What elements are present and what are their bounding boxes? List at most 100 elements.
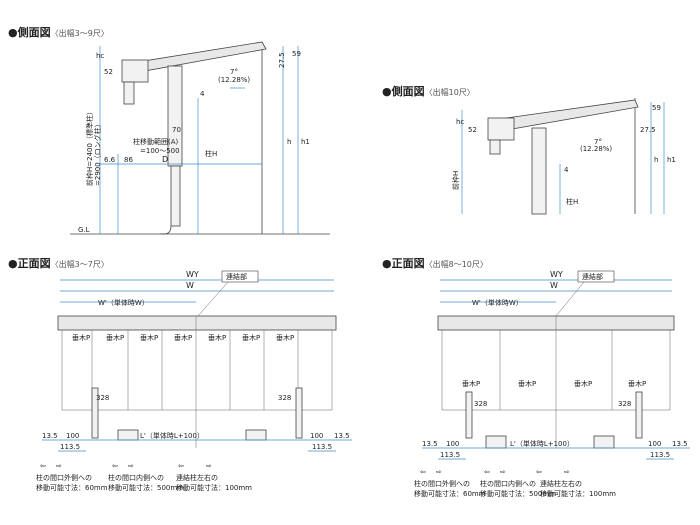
note3a: 連結柱左右の — [176, 473, 218, 482]
front-h2-label: =2900（ロング柱） — [93, 120, 102, 186]
note3b: 移動可能寸法：100mm — [176, 483, 252, 492]
arrow2-left-3: ⇦ — [536, 468, 542, 476]
slope-label-2: 7° — [594, 138, 602, 146]
front-view-title-2: ●正面図〈出幅8～10尺〉 — [382, 257, 488, 270]
left-post — [91, 387, 99, 439]
d59-label: 59 — [292, 50, 301, 58]
note2-2a: 柱の間口内側への — [480, 479, 536, 488]
d52-label: 52 — [104, 68, 113, 76]
w-unit-label-2: W'（単体時W） — [472, 298, 523, 307]
rafter-label-5: 垂木P — [208, 333, 226, 342]
right-post — [295, 387, 303, 439]
wy-label: WY — [186, 270, 199, 279]
note2a: 柱の間口内側への — [108, 473, 164, 482]
d328-label-left: 328 — [96, 394, 109, 402]
front-beam — [121, 59, 149, 83]
note2-2b: 移動可能寸法：500mm — [480, 489, 556, 498]
front-view-diagram-1: WY W W'（単体時W） 連結部 垂木P 垂木P 垂木P 垂木P 垂木P 垂木… — [36, 270, 352, 492]
d1135-left-2: 113.5 — [440, 451, 460, 459]
d100-right-2: 100 — [648, 440, 661, 448]
d100-left-2: 100 — [446, 440, 459, 448]
note2-3a: 連結柱左右の — [540, 479, 582, 488]
joint-label-2: 連結部 — [582, 272, 603, 281]
slope-label: 7° — [230, 68, 238, 76]
joint-leader — [197, 281, 229, 317]
arrow-left-3: ⇦ — [178, 462, 184, 470]
note2-1b: 移動可能寸法：60mm — [414, 489, 486, 498]
note2-1a: 柱の間口外側への — [414, 479, 470, 488]
d275-label: 27.5 — [278, 52, 286, 68]
slope-pct-label: (12.28%) — [218, 76, 250, 84]
rafter-label-6: 垂木P — [242, 333, 260, 342]
arrow-right-3: ⇨ — [206, 462, 212, 470]
d70-label: 70 — [172, 126, 181, 134]
arrow2-left-2: ⇦ — [484, 468, 490, 476]
frame-box — [61, 329, 333, 411]
post-range-label: 柱移動範囲(A) — [133, 137, 179, 146]
arrow-left-2: ⇦ — [112, 462, 118, 470]
rafter-label-7: 垂木P — [276, 333, 294, 342]
arrow2-right-2: ⇨ — [500, 468, 506, 476]
front-beam-top — [57, 315, 337, 331]
d66-label: 6.6 — [104, 156, 116, 164]
right-drain — [245, 429, 267, 441]
d1135-right-2: 113.5 — [650, 451, 670, 459]
left-drain-2 — [485, 435, 507, 449]
d328-label-right-2: 328 — [618, 400, 631, 408]
arrow2-left-1: ⇦ — [420, 468, 426, 476]
d328-label-right: 328 — [278, 394, 291, 402]
w-label: W — [186, 281, 194, 290]
note2b: 移動可能寸法：500mm — [108, 483, 184, 492]
joint-box-2 — [577, 270, 615, 283]
rafter-label-2: 垂木P — [106, 333, 124, 342]
rafter2-label-1: 垂木P — [462, 379, 480, 388]
post-h-label-2: 柱H — [566, 197, 578, 206]
side-view-diagram-1: hc 52 7° (12.28%) 27.5 59 4 70 柱移動範囲(A) … — [70, 41, 330, 235]
w-unit-label: W'（単体時W） — [98, 298, 149, 307]
d135-left-2: 13.5 — [422, 440, 438, 448]
arrow2-right-1: ⇨ — [436, 468, 442, 476]
front-beam-2 — [487, 117, 515, 141]
rafter2-label-2: 垂木P — [518, 379, 536, 388]
h1-label: h1 — [301, 138, 310, 146]
front-h-label-2: 前枠H — [451, 171, 460, 190]
gutter-drop — [123, 81, 135, 105]
rafter2-label-4: 垂木P — [628, 379, 646, 388]
right-drain-2 — [593, 435, 615, 449]
d59-label-2: 59 — [652, 104, 661, 112]
joint-label: 連結部 — [226, 272, 247, 281]
d275-label-2: 27.5 — [640, 126, 656, 134]
joint-box — [221, 270, 259, 283]
d-label: D — [162, 155, 168, 164]
left-post-2 — [465, 391, 473, 439]
gl-label: G.L — [78, 226, 90, 234]
d328-label-left-2: 328 — [474, 400, 487, 408]
front-h-label: 前枠H=2400（標準柱） — [85, 108, 94, 186]
gutter-drop-2 — [489, 139, 501, 155]
d4-label-2: 4 — [564, 166, 569, 174]
d100-left: 100 — [66, 432, 79, 440]
side-view-title-2: ●側面図〈出幅10尺〉 — [382, 85, 475, 98]
h-label-2: h — [654, 156, 658, 164]
drain-bend — [160, 225, 172, 235]
left-drain — [117, 429, 139, 441]
slope-pct-label-2: (12.28%) — [580, 145, 612, 153]
d135-right: 13.5 — [334, 432, 350, 440]
post-range-values: =100～500 — [140, 147, 180, 155]
d135-left: 13.5 — [42, 432, 58, 440]
w-label-2: W — [550, 281, 558, 290]
post-2 — [531, 127, 547, 215]
l-label: L'（単体時L+100） — [140, 431, 204, 440]
d1135-right: 113.5 — [312, 443, 332, 451]
d1135-left: 113.5 — [60, 443, 80, 451]
arrow-left-1: ⇦ — [40, 462, 46, 470]
hc-label: hc — [96, 52, 104, 60]
joint-leader-2 — [555, 281, 585, 317]
d86-label: 86 — [124, 156, 133, 164]
note1a: 柱の間口外側への — [36, 473, 92, 482]
side-view-diagram-2: hc 52 7° (12.28%) 27.5 59 4 前枠H 柱H h h1 — [451, 98, 676, 215]
right-post-2 — [635, 391, 643, 439]
rafter2-label-3: 垂木P — [574, 379, 592, 388]
h1-label-2: h1 — [667, 156, 676, 164]
post-lower — [170, 165, 181, 227]
